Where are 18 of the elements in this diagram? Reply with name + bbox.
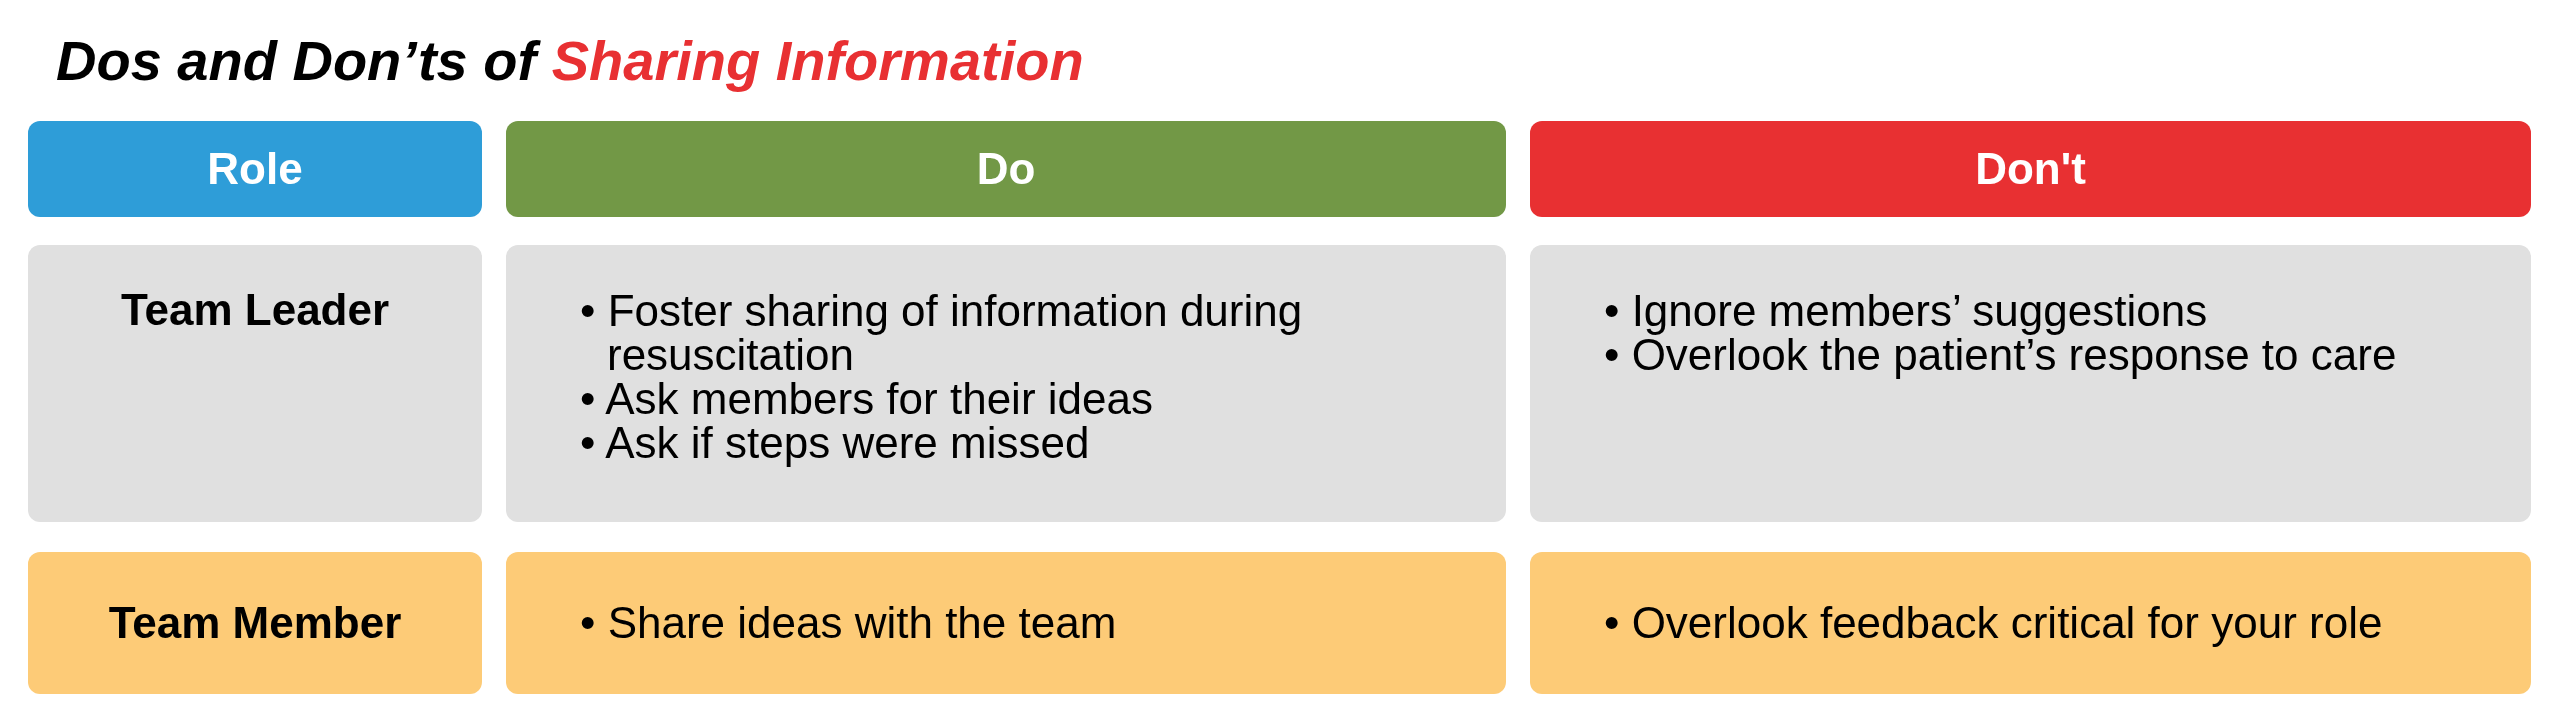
bullet-item: • Ask members for their ideas [580, 377, 1154, 421]
bullet-item: • Share ideas with the team [580, 601, 1118, 645]
role-card [28, 552, 482, 694]
bullet-item: • Ignore members’ suggestions [1604, 289, 2209, 333]
title: Dos and Don’ts of Sharing Information [56, 28, 1084, 93]
role-name: Team Leader [120, 285, 390, 335]
bullet-card [506, 245, 1506, 522]
column-header: Don't [1530, 121, 2531, 217]
bullet-card [1530, 245, 2531, 522]
bullet-item: • Foster sharing of information during resuscitation [580, 289, 1304, 377]
role-card [28, 245, 482, 522]
column-header: Do [506, 121, 1506, 217]
bullet-item: • Ask if steps were missed [580, 421, 1091, 465]
bullet-item: • Overlook feedback critical for your role [1604, 601, 2384, 645]
bullet-card [506, 552, 1506, 694]
role-name: Team Member [108, 598, 402, 648]
column-header: Role [28, 121, 482, 217]
bullet-card [1530, 552, 2531, 694]
